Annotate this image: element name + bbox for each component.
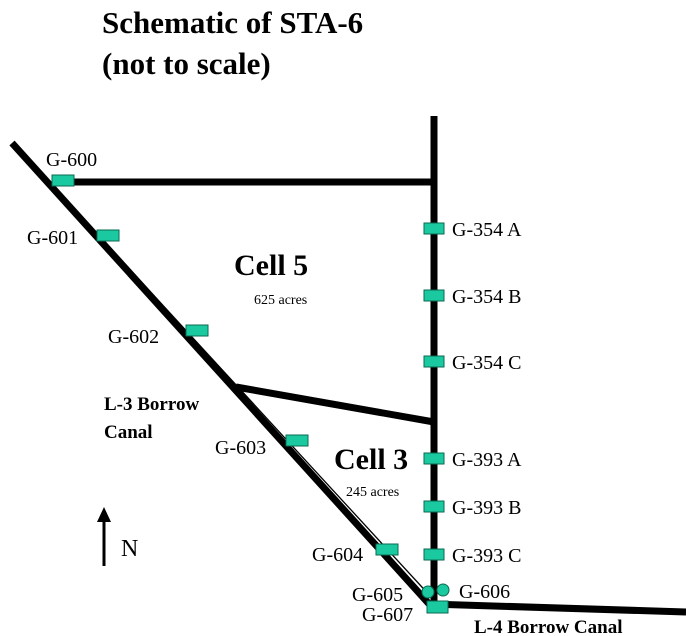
title-line-2: (not to scale)	[102, 46, 271, 81]
cell-divider-levee	[235, 383, 435, 426]
gate-g602-label: G-602	[108, 326, 159, 348]
cell3-area: 245 acres	[346, 485, 399, 500]
cell5-label: Cell 5	[234, 249, 308, 282]
cell3-label: Cell 3	[334, 443, 408, 476]
gate-g600-marker	[51, 174, 75, 187]
gate-labels: G-600 G-601 G-602 G-603 G-604 G-605 G-60…	[27, 149, 522, 626]
gate-g606-label: G-606	[459, 581, 510, 603]
gate-g606-marker	[436, 583, 450, 597]
gate-g393c-marker	[423, 548, 445, 561]
gate-g354b-marker	[423, 289, 445, 302]
gate-g604-label: G-604	[312, 544, 363, 566]
gate-g393b-label: G-393 B	[452, 497, 521, 519]
levee-lines	[9, 116, 686, 616]
north-arrow-icon	[97, 507, 111, 566]
gate-g602-marker	[185, 324, 209, 337]
gate-g354c-marker	[423, 355, 445, 368]
gate-g393c-label: G-393 C	[452, 545, 521, 567]
gate-g600-label: G-600	[46, 149, 97, 171]
l4-levee	[429, 600, 686, 616]
gate-g607-label: G-607	[362, 604, 413, 626]
l3-canal-label-line2: Canal	[104, 422, 153, 443]
gate-structures	[51, 174, 450, 614]
gate-g603-marker	[285, 434, 309, 447]
cell5-area: 625 acres	[254, 293, 307, 308]
gate-g393a-label: G-393 A	[452, 449, 522, 471]
gate-g605-label: G-605	[352, 584, 403, 606]
north-label: N	[121, 536, 138, 562]
gate-g603-label: G-603	[215, 437, 266, 459]
gate-g354b-label: G-354 B	[452, 286, 521, 308]
gate-g354a-marker	[423, 222, 445, 235]
gate-g393b-marker	[423, 500, 445, 513]
gate-g604-marker	[375, 543, 399, 556]
gate-g601-label: G-601	[27, 227, 78, 249]
l3-levee-outer	[9, 140, 433, 608]
gate-g607-marker	[426, 600, 449, 614]
l3-canal-label-line1: L-3 Borrow	[104, 394, 199, 415]
title-line-1: Schematic of STA-6	[102, 5, 363, 40]
gate-g393a-marker	[423, 452, 445, 465]
gate-g354a-label: G-354 A	[452, 219, 522, 241]
l4-canal-label: L-4 Borrow Canal	[474, 617, 622, 636]
gate-g601-marker	[96, 229, 120, 242]
gate-g354c-label: G-354 C	[452, 352, 521, 374]
gate-g605-marker	[421, 585, 435, 599]
